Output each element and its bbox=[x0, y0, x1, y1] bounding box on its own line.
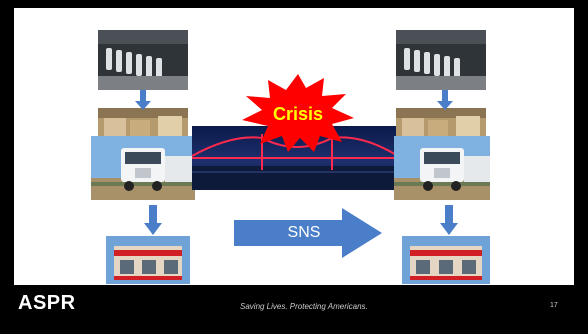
warehouse-photo-left bbox=[98, 108, 188, 140]
warehouse-photo-right bbox=[396, 108, 486, 140]
down-arrow-icon bbox=[144, 205, 162, 235]
page-number: 17 bbox=[550, 302, 558, 309]
truck-photo-left bbox=[91, 136, 195, 200]
footer-bar bbox=[0, 285, 588, 334]
down-arrow-icon bbox=[437, 90, 453, 110]
factory-photo-right bbox=[396, 30, 486, 90]
down-arrow-icon bbox=[440, 205, 458, 235]
sns-right-arrow-icon bbox=[234, 208, 382, 258]
crisis-starburst bbox=[242, 74, 354, 152]
slide-content-area: Crisis SNS bbox=[14, 8, 574, 285]
footer-tagline: Saving Lives. Protecting Americans. bbox=[240, 302, 368, 311]
pharmacy-photo-left bbox=[106, 236, 190, 284]
crisis-label: Crisis bbox=[272, 104, 324, 124]
truck-photo-right bbox=[394, 136, 490, 200]
factory-photo-left bbox=[98, 30, 188, 90]
pharmacy-photo-right bbox=[402, 236, 490, 284]
sns-label: SNS bbox=[287, 224, 321, 241]
down-arrow-icon bbox=[135, 90, 151, 110]
aspr-logo: ASPR bbox=[18, 292, 76, 314]
